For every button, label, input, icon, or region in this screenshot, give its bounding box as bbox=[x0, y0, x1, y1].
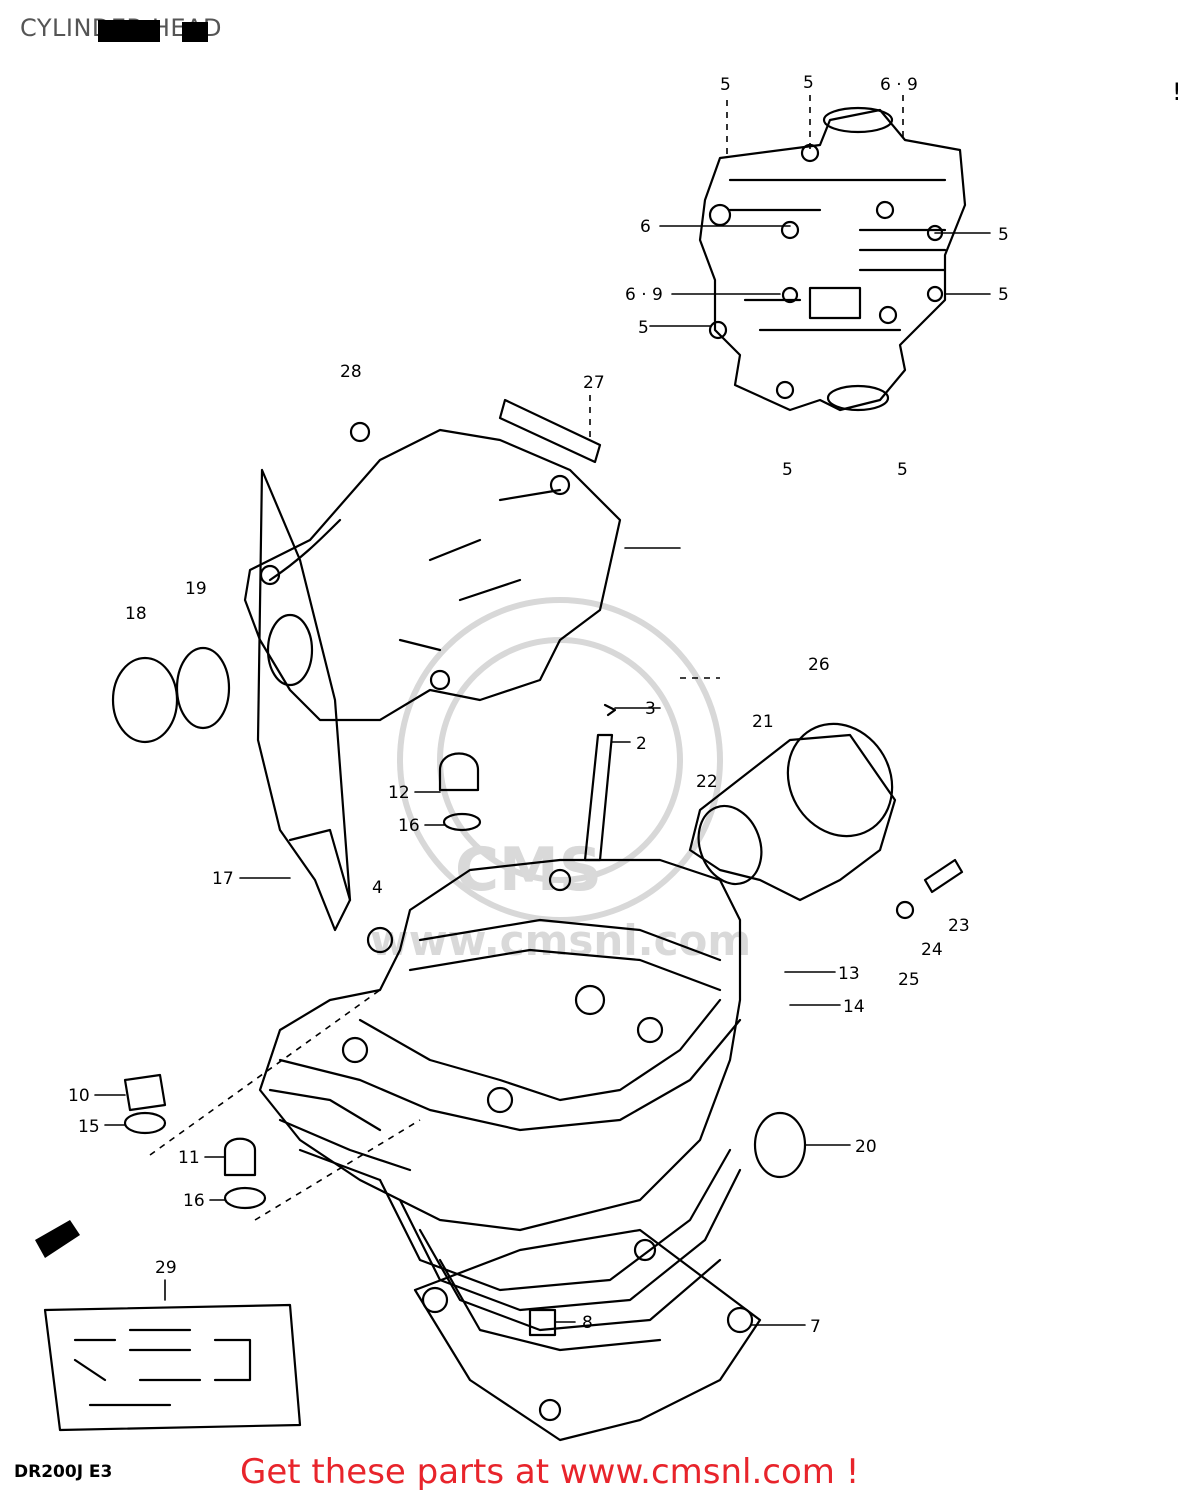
callout-2: 2 bbox=[636, 734, 647, 754]
edge-mark: ! bbox=[1172, 78, 1182, 106]
callout-12: 12 bbox=[388, 783, 410, 803]
caution-label-part bbox=[43, 1279, 302, 1432]
callout-17: 17 bbox=[212, 869, 234, 889]
callout-5: 5 bbox=[782, 460, 793, 480]
head-nut-part bbox=[123, 1073, 267, 1210]
callout-6-9: 6 · 9 bbox=[625, 285, 663, 305]
promo-link[interactable]: Get these parts at www.cmsnl.com ! bbox=[240, 1452, 860, 1492]
callout-25: 25 bbox=[898, 970, 920, 990]
cylinder-head-part bbox=[258, 858, 742, 1352]
callout-26: 26 bbox=[808, 655, 830, 675]
callout-13: 13 bbox=[838, 964, 860, 984]
callout-11: 11 bbox=[178, 1148, 200, 1168]
watermark-logo: CMS www.cmsnl.com bbox=[370, 597, 751, 965]
callout-5: 5 bbox=[638, 318, 649, 338]
callout-27: 27 bbox=[583, 373, 605, 393]
callout-22: 22 bbox=[696, 772, 718, 792]
callout-28: 28 bbox=[340, 362, 362, 382]
callout-3: 3 bbox=[645, 699, 656, 719]
callout-24: 24 bbox=[921, 940, 943, 960]
callout-23: 23 bbox=[948, 916, 970, 936]
cylinder-head-gasket-part bbox=[413, 1228, 762, 1442]
camshaft-cover-part bbox=[243, 398, 681, 722]
callout-6: 6 bbox=[640, 217, 651, 237]
cap-nut-part bbox=[438, 752, 482, 832]
callout-10: 10 bbox=[68, 1086, 90, 1106]
model-code: DR200J E3 bbox=[14, 1462, 113, 1482]
plug-part bbox=[753, 1111, 807, 1179]
callout-16: 16 bbox=[398, 816, 420, 836]
callout-18: 18 bbox=[125, 604, 147, 624]
cylinder-head-cover-part bbox=[698, 106, 967, 412]
spark-plug-part bbox=[256, 468, 352, 932]
callout-14: 14 bbox=[843, 997, 865, 1017]
callout-7: 7 bbox=[810, 1317, 821, 1337]
callout-20: 20 bbox=[855, 1137, 877, 1157]
leader-lines bbox=[94, 95, 991, 1326]
callout-5: 5 bbox=[897, 460, 908, 480]
intake-pipe-part bbox=[688, 722, 897, 902]
dowel-pin-part bbox=[528, 1308, 557, 1337]
callout-6-9: 6 · 9 bbox=[880, 75, 918, 95]
callout-5: 5 bbox=[803, 73, 814, 93]
callout-16: 16 bbox=[183, 1191, 205, 1211]
plug-and-o-ring-part bbox=[111, 646, 231, 744]
clamp-screw-part bbox=[895, 858, 964, 920]
front-arrow-icon bbox=[35, 1220, 80, 1258]
watermark-url: www.cmsnl.com bbox=[370, 916, 751, 965]
callout-8: 8 bbox=[582, 1313, 593, 1333]
callout-5: 5 bbox=[998, 285, 1009, 305]
callout-29: 29 bbox=[155, 1258, 177, 1278]
redaction-mark bbox=[182, 22, 208, 42]
callout-21: 21 bbox=[752, 712, 774, 732]
callout-19: 19 bbox=[185, 579, 207, 599]
callout-4: 4 bbox=[372, 878, 383, 898]
redaction-mark bbox=[98, 20, 160, 42]
callout-15: 15 bbox=[78, 1117, 100, 1137]
callout-5: 5 bbox=[720, 75, 731, 95]
callout-numbers: 5 5 6 · 9 6 5 6 · 9 5 5 5 5 28 27 19 18 … bbox=[68, 73, 1009, 1337]
callout-5: 5 bbox=[998, 225, 1009, 245]
